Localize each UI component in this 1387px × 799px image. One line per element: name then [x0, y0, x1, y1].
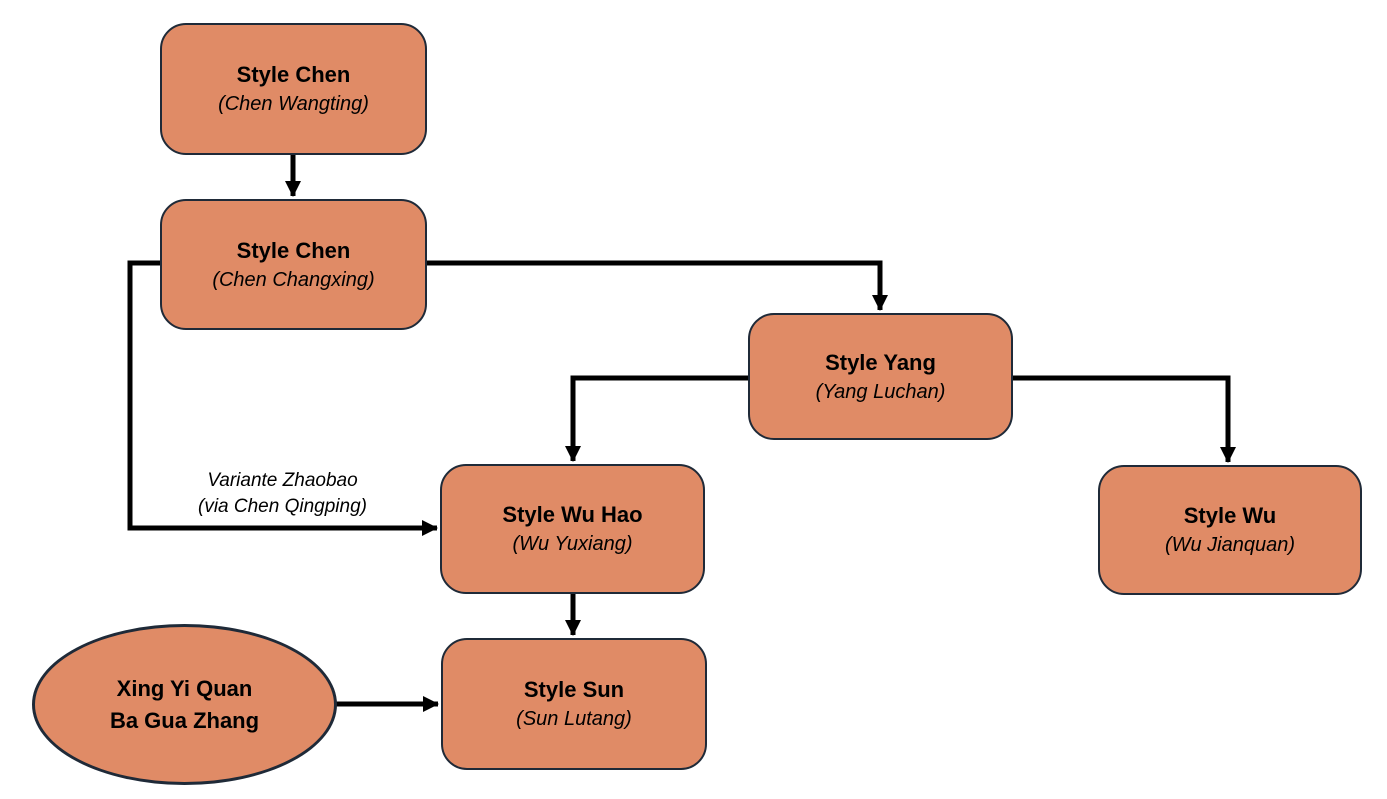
node-subtitle: (Chen Changxing): [212, 268, 375, 291]
edge-yang-luchan-to-wu-hao: [565, 375, 748, 462]
node-title: Style Wu Hao: [502, 502, 643, 527]
edge-chen-changxing-to-wu-hao: [127, 260, 438, 536]
node-style-wu-hao: Style Wu Hao (Wu Yuxiang): [440, 464, 705, 594]
node-xingyi-bagua: Xing Yi Quan Ba Gua Zhang: [32, 624, 337, 785]
node-title: Style Sun: [523, 677, 625, 702]
node-line2: Ba Gua Zhang: [109, 707, 260, 733]
node-title: Style Chen: [236, 62, 351, 87]
node-title: Style Chen: [236, 237, 351, 263]
node-subtitle: (Wu Jianquan): [1164, 534, 1296, 556]
node-style-yang-luchan: Style Yang (Yang Luchan): [748, 313, 1013, 440]
node-subtitle: (Sun Lutang): [516, 708, 632, 730]
node-subtitle: (Chen Wangting): [218, 93, 369, 115]
node-style-sun-lutang: Style Sun (Sun Lutang): [441, 638, 707, 770]
edge-label-line2: (via Chen Qingping): [198, 496, 367, 517]
node-subtitle: (Wu Yuxiang): [512, 533, 633, 555]
node-title: Style Wu: [1183, 503, 1277, 528]
edge-yang-luchan-to-wu-jianquan: [1013, 375, 1236, 463]
node-title: Style Yang: [825, 349, 936, 375]
node-style-wu-jianquan: Style Wu (Wu Jianquan): [1098, 465, 1362, 595]
node-style-chen-changxing: Style Chen (Chen Changxing): [160, 199, 427, 330]
edge-label-line1: Variante Zhaobao: [207, 470, 358, 491]
node-line1: Xing Yi Quan: [116, 675, 253, 701]
edge-label-variante-zhaobao: Variante Zhaobao (via Chen Qingping): [160, 468, 405, 520]
node-subtitle: (Yang Luchan): [815, 380, 946, 403]
edge-chen-changxing-to-yang-luchan: [427, 260, 888, 311]
node-style-chen-wangting: Style Chen (Chen Wangting): [160, 23, 427, 155]
